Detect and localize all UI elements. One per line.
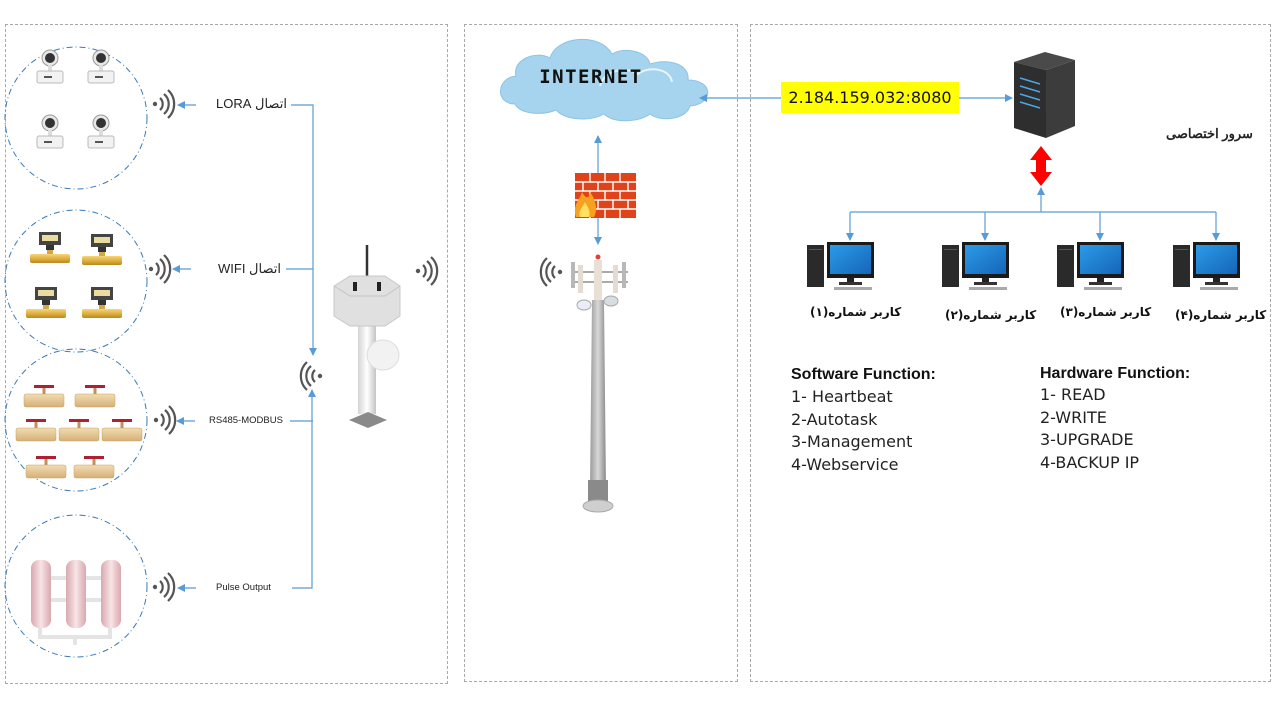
valve-icon [73, 455, 115, 479]
gateway-device-icon [333, 245, 401, 428]
water-meter-icon [82, 234, 122, 265]
water-meter-icon [82, 287, 122, 318]
connection-label-modbus: RS485-MODBUS [209, 415, 283, 426]
hardware-function-item: 3-UPGRADE [1040, 430, 1134, 449]
hardware-function-item: 2-WRITE [1040, 407, 1107, 427]
valve-icon [58, 418, 100, 442]
valve-icon [15, 418, 57, 442]
water-meter-icon [26, 287, 66, 318]
connection-label-pulse: Pulse Output [216, 582, 271, 593]
lora-device-group [4, 46, 148, 190]
hardware-function-item: 1- READ [1040, 385, 1106, 404]
user-computer-icon [942, 242, 1009, 290]
bidirectional-arrow-icon [1030, 146, 1052, 186]
cell-tower-icon [571, 254, 628, 513]
flowmeter-icon [36, 49, 64, 84]
user-computer-icon [807, 242, 874, 290]
user-computer-icon [1173, 242, 1240, 290]
wireless-signal-icon [152, 404, 177, 436]
user-label-2: کاربر شماره(۲) [945, 308, 1037, 322]
firewall-icon [574, 173, 636, 218]
software-function-item: 2-Autotask [791, 409, 878, 429]
internet-cloud-icon [500, 39, 709, 122]
software-function-item: 3-Management [791, 432, 913, 451]
flowmeter-icon [36, 114, 64, 149]
wireless-signal-icon [539, 256, 564, 288]
connection-label-wifi: اتصال WIFI [218, 261, 281, 276]
server-panel [750, 24, 1271, 682]
internet-label: INTERNET [539, 66, 643, 88]
software-function-item: 1- Heartbeat [791, 387, 893, 406]
user-label-1: کاربر شماره(۱) [810, 305, 902, 319]
valve-icon [25, 455, 67, 479]
field-devices-panel [5, 24, 448, 684]
software-functions: Software Function: 1- Heartbeat 2-Autota… [791, 366, 936, 476]
wifi-device-group [4, 209, 148, 353]
user-label-4: کاربر شماره(۴) [1175, 308, 1267, 322]
hardware-functions-title: Hardware Function: [1040, 365, 1191, 382]
hardware-function-item: 4-BACKUP IP [1040, 452, 1140, 472]
flowmeter-icon [87, 114, 115, 149]
tanks-icon [31, 560, 121, 645]
server-label: سرور اختصاصی [1166, 126, 1253, 141]
user-label-3: کاربر شماره(۳) [1060, 305, 1152, 319]
software-function-item: 4-Webservice [791, 454, 899, 474]
pulse-device-group [4, 514, 148, 658]
network-panel [464, 24, 738, 682]
server-icon [1014, 52, 1075, 138]
flowmeter-icon [87, 49, 115, 84]
valve-icon [74, 384, 116, 408]
wireless-signal-icon [151, 571, 176, 603]
server-address-label: 2.184.159.032:8080 [781, 82, 959, 113]
modbus-device-group [4, 348, 148, 492]
wireless-signal-icon [299, 360, 324, 392]
hardware-functions: Hardware Function: 1- READ 2-WRITE 3-UPG… [1040, 365, 1190, 474]
valve-icon [101, 418, 143, 442]
wireless-signal-icon [147, 253, 172, 285]
user-computer-icon [1057, 242, 1124, 290]
water-meter-icon [30, 232, 70, 263]
valve-icon [23, 384, 65, 408]
wireless-signal-icon [414, 255, 439, 287]
connection-label-lora: اتصال LORA [216, 96, 287, 111]
software-functions-title: Software Function: [791, 366, 936, 383]
wireless-signal-icon [151, 88, 176, 120]
